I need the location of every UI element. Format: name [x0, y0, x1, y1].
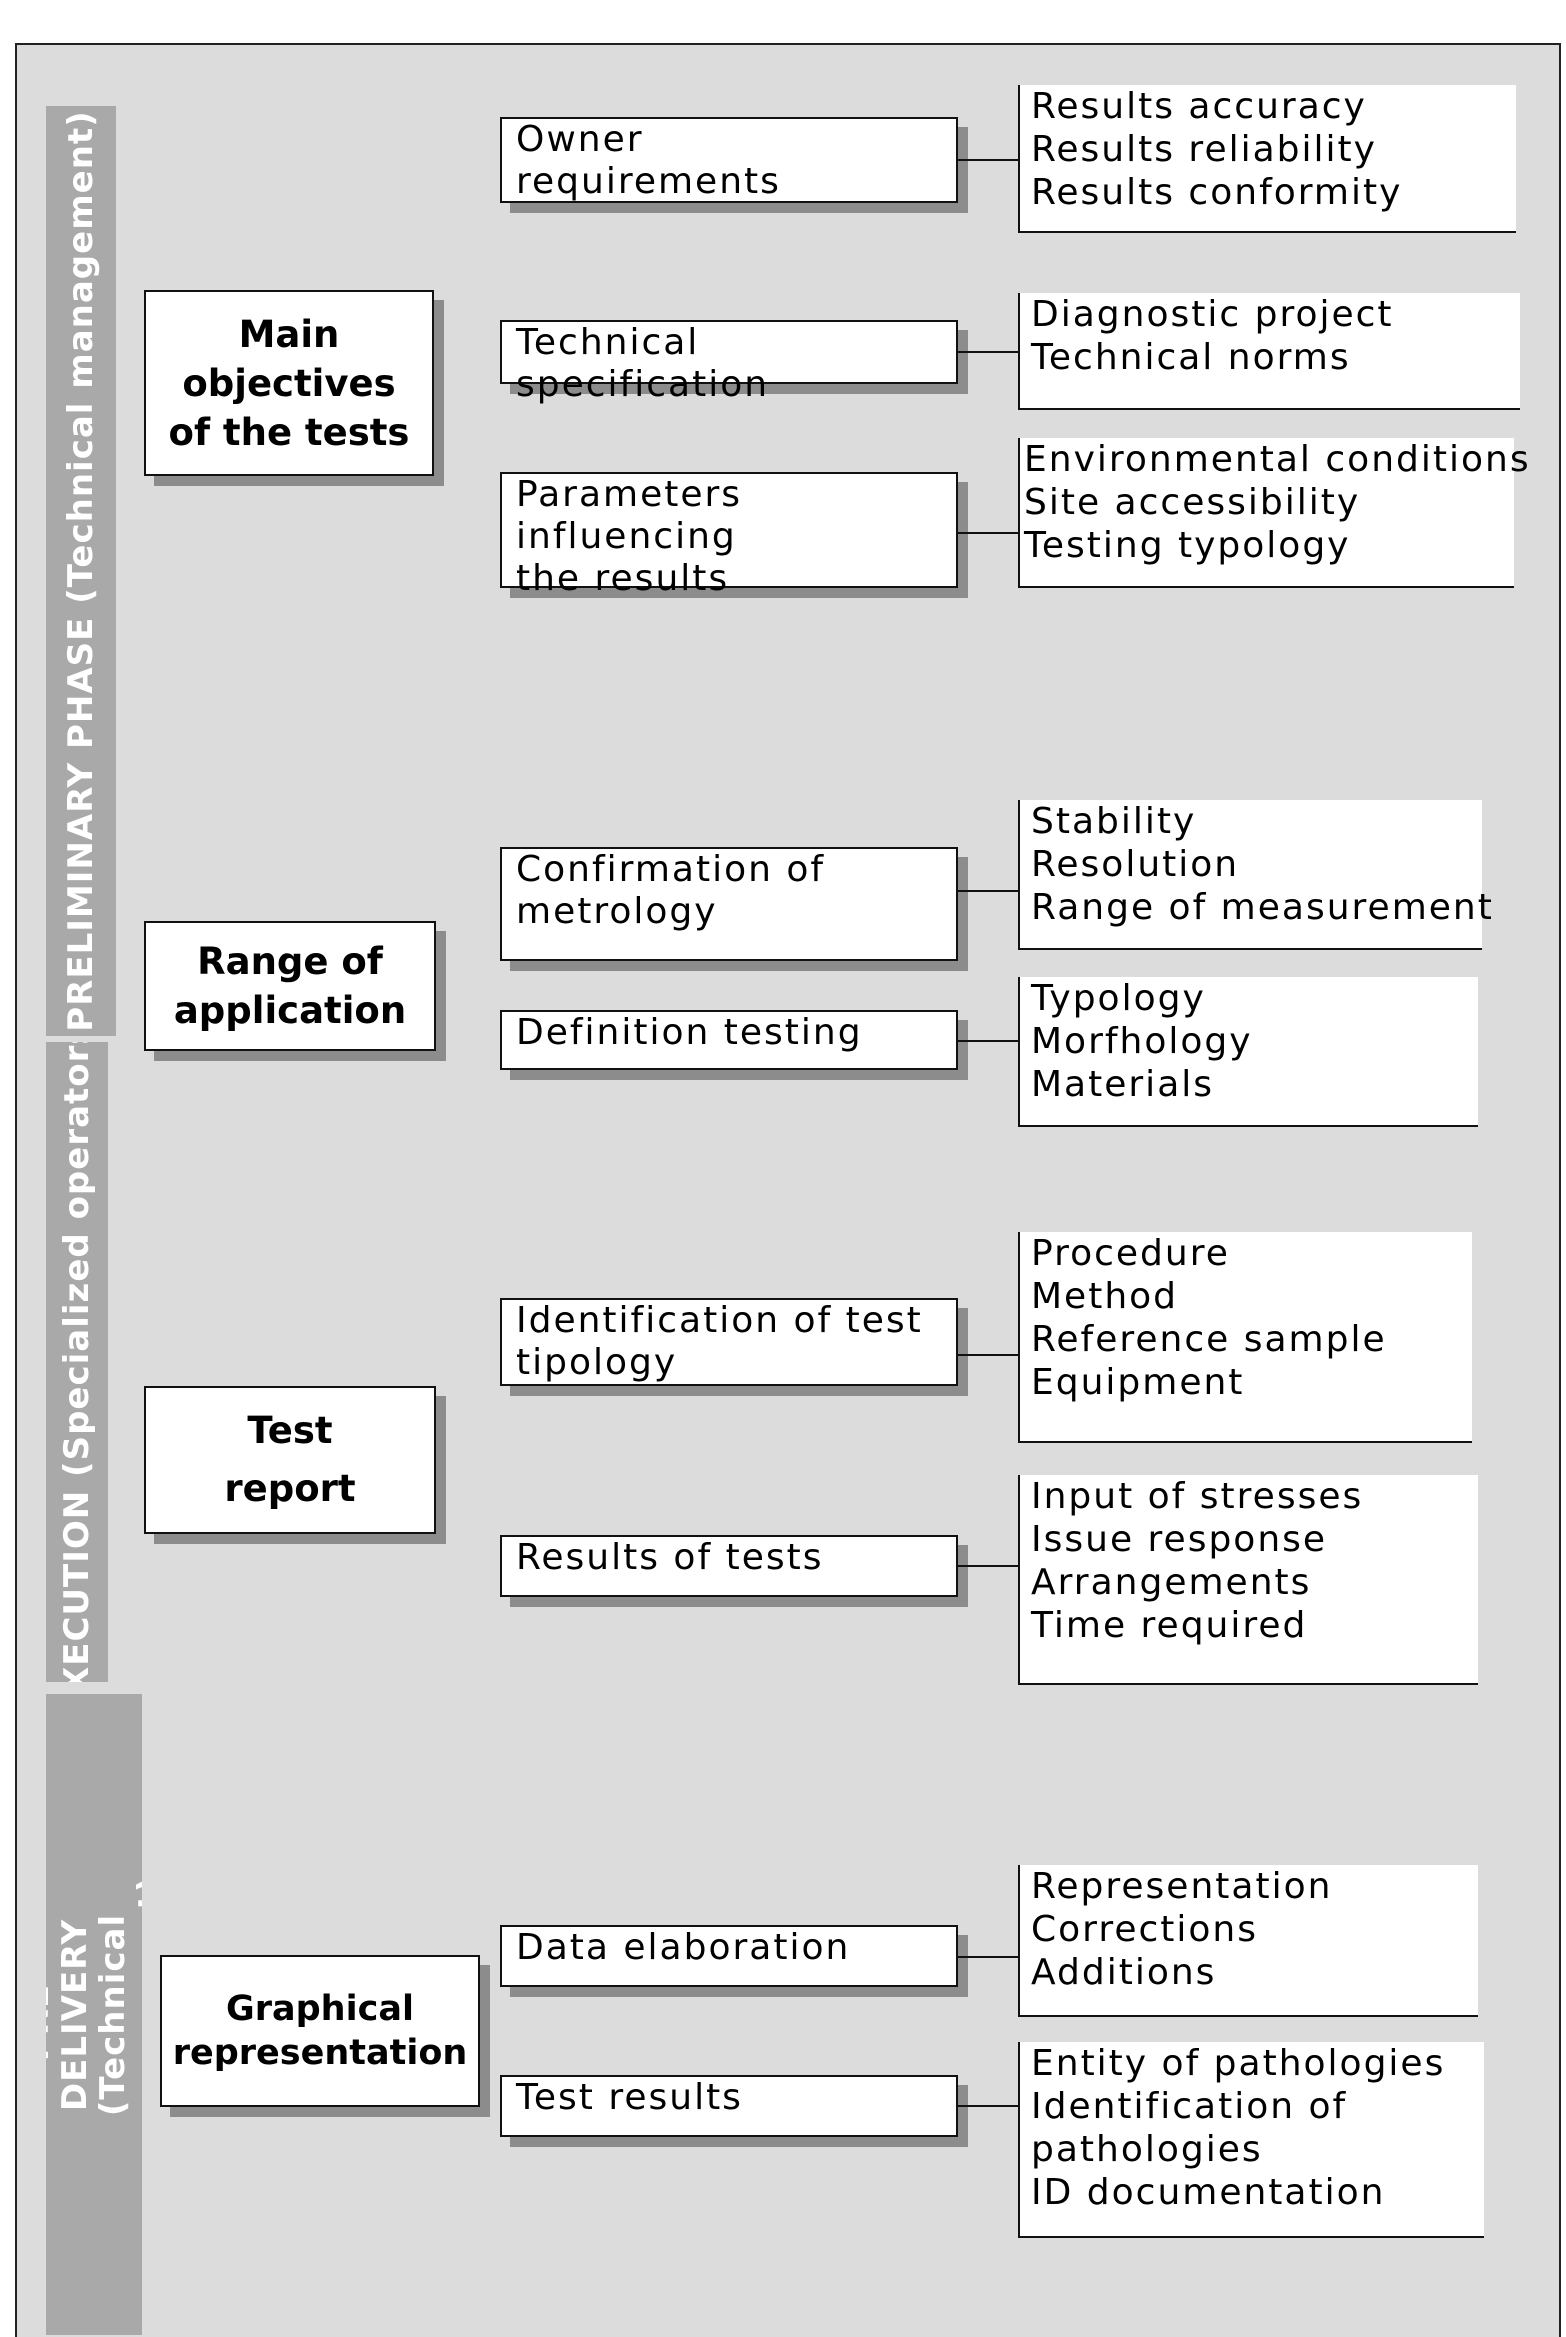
phase-label: PRELIMINARY PHASE (Technical management): [61, 110, 101, 1032]
detail-item: Results conformity: [1031, 172, 1403, 213]
connector: [956, 532, 1018, 534]
detail-list: Input of stresses Issue response Arrange…: [1018, 1475, 1478, 1685]
detail-item: Entity of pathologies: [1031, 2043, 1446, 2084]
detail-item: Identification of: [1031, 2086, 1348, 2127]
detail-item: Procedure: [1031, 1233, 1230, 1274]
item-box-test-results: Test results: [500, 2075, 958, 2137]
connector: [956, 2105, 1018, 2107]
connector: [956, 1354, 1018, 1356]
detail-item: Stability: [1031, 801, 1197, 842]
detail-item: Results accuracy: [1031, 86, 1367, 127]
item-box-parameters-influencing: Parameters influencing the results: [500, 472, 958, 599]
item-box-definition-testing: Definition testing: [500, 1010, 958, 1070]
detail-item: Results reliability: [1031, 129, 1377, 170]
detail-item: Technical norms: [1031, 337, 1351, 378]
detail-item: Site accessibility: [1024, 482, 1361, 523]
phase-band-execution: EXECUTION (Specialized operators): [46, 1042, 108, 1682]
item-box-owner-requirements: Owner requirements: [500, 117, 958, 203]
connector: [956, 1040, 1018, 1042]
group-box-main-objectives: Main objectives of the tests: [144, 290, 434, 476]
detail-item: Equipment: [1031, 1362, 1245, 1403]
group-box-range-of-application: Range of application: [144, 921, 436, 1051]
item-box-data-elaboration: Data elaboration: [500, 1925, 958, 1987]
detail-item: ID documentation: [1031, 2172, 1386, 2213]
connector: [956, 890, 1018, 892]
connector: [956, 351, 1018, 353]
detail-item: Input of stresses: [1031, 1476, 1364, 1517]
detail-item: Materials: [1031, 1064, 1215, 1105]
detail-item: pathologies: [1031, 2129, 1263, 2170]
connector: [956, 159, 1018, 161]
detail-item: Morfhology: [1031, 1021, 1253, 1062]
phase-label: PRE-DELIVERY (Technical management): [46, 1875, 142, 2154]
detail-list: Representation Corrections Additions: [1018, 1865, 1478, 2017]
detail-list: Typology Morfhology Materials: [1018, 977, 1478, 1127]
group-box-test-report: Test report: [144, 1386, 436, 1534]
detail-item: Testing typology: [1024, 525, 1351, 566]
connector: [956, 1565, 1018, 1567]
item-box-technical-specification: Technical specification: [500, 320, 958, 405]
detail-item: Environmental conditions: [1024, 439, 1531, 480]
detail-item: Range of measurement: [1031, 887, 1494, 928]
detail-item: Reference sample: [1031, 1319, 1387, 1360]
detail-item: Issue response: [1031, 1519, 1328, 1560]
phase-band-pre-delivery: PRE-DELIVERY (Technical management): [46, 1694, 142, 2335]
detail-list: Stability Resolution Range of measuremen…: [1018, 800, 1494, 950]
detail-list: Diagnostic project Technical norms: [1018, 293, 1520, 410]
detail-item: Additions: [1031, 1952, 1217, 1993]
detail-list: Environmental conditions Site accessibil…: [1018, 438, 1531, 588]
detail-item: Diagnostic project: [1031, 294, 1394, 335]
phase-label: EXECUTION (Specialized operators): [57, 1042, 97, 1682]
detail-item: Resolution: [1031, 844, 1240, 885]
detail-item: Arrangements: [1031, 1562, 1312, 1603]
group-box-graphical-representation: Graphical representation: [160, 1955, 480, 2107]
phase-band-preliminary: PRELIMINARY PHASE (Technical management): [46, 106, 116, 1036]
detail-list: Results accuracy Results reliability Res…: [1018, 85, 1516, 233]
item-box-identification-of-test: Identification of test tipology: [500, 1298, 958, 1386]
detail-item: Method: [1031, 1276, 1179, 1317]
detail-item: Corrections: [1031, 1909, 1258, 1950]
detail-item: Typology: [1031, 978, 1206, 1019]
detail-item: Representation: [1031, 1866, 1333, 1907]
detail-item: Time required: [1031, 1605, 1308, 1646]
item-box-confirmation-of-metrology: Confirmation of metrology: [500, 847, 958, 961]
detail-list: Procedure Method Reference sample Equipm…: [1018, 1232, 1472, 1443]
detail-list: Entity of pathologies Identification of …: [1018, 2042, 1484, 2238]
item-box-results-of-tests: Results of tests: [500, 1535, 958, 1597]
connector: [956, 1956, 1018, 1958]
